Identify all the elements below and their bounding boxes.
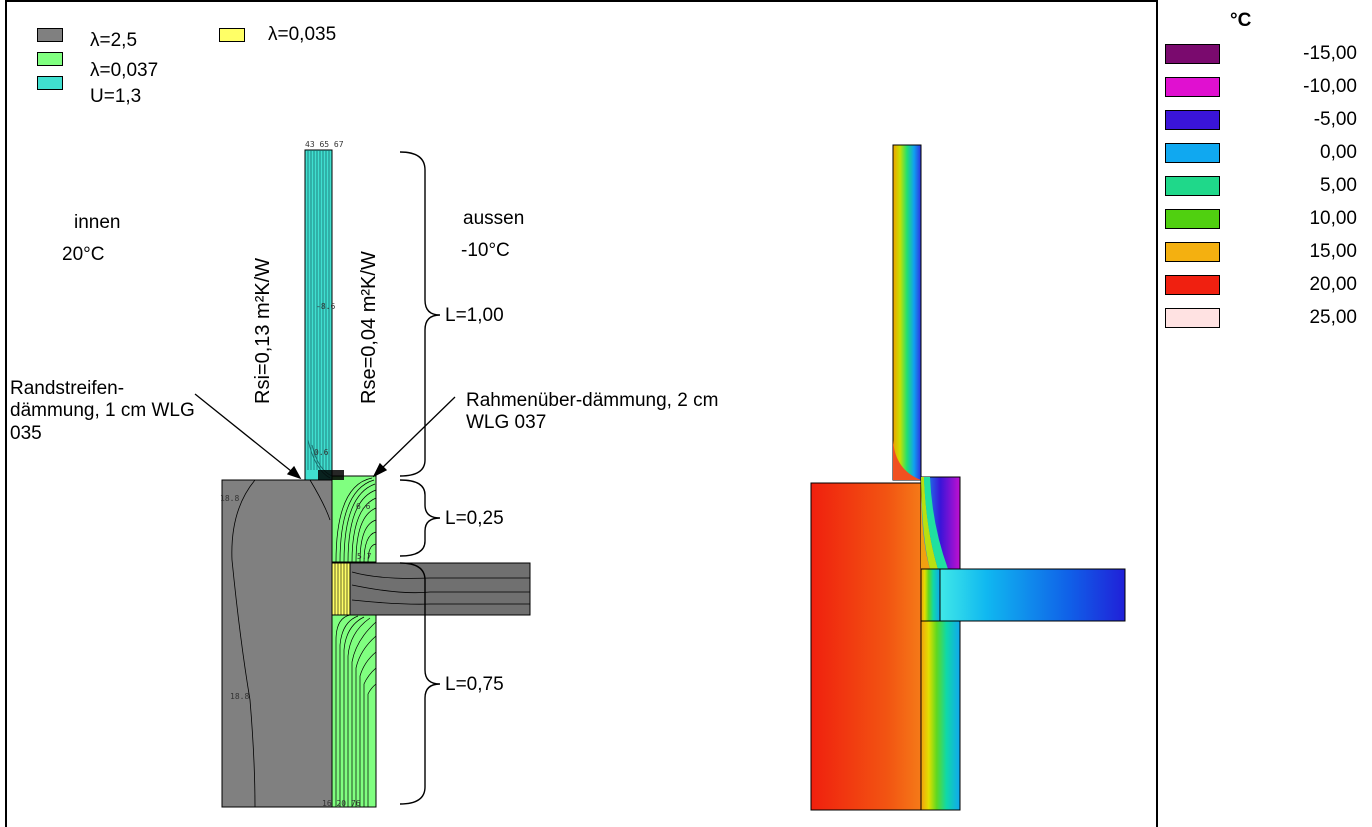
scale-swatch: [1165, 275, 1220, 295]
isolabel-window-low: 0.6: [314, 448, 329, 457]
isolabel-bottom: 16 20 76: [322, 799, 361, 808]
isolabel-floor-top-left: 18.8: [220, 494, 240, 503]
scale-value: 5,00: [1320, 175, 1357, 196]
rsi-label: Rsi=0,13 m²K/W: [252, 257, 274, 404]
isolabel-insulation-lower: 5.7: [357, 552, 372, 561]
insulation-upper: [331, 475, 377, 563]
insulation-lower: [331, 614, 377, 808]
scale-value: 25,00: [1309, 307, 1357, 328]
scale-row: 5,00: [1163, 175, 1363, 198]
length-middle: L=0,25: [445, 508, 504, 529]
scale-swatch: [1165, 242, 1220, 262]
right-thermal-model: [810, 144, 1126, 811]
inside-label: innen: [74, 212, 121, 233]
scale-swatch: [1165, 110, 1220, 130]
scale-row: 25,00: [1163, 307, 1363, 330]
scale-row: 20,00: [1163, 274, 1363, 297]
concrete-wall: [221, 479, 333, 808]
pointer-arrows: [194, 393, 456, 480]
length-top: L=1,00: [445, 305, 504, 326]
legend-label-concrete: λ=2,5: [90, 30, 138, 51]
outside-label: aussen: [463, 208, 525, 229]
inside-temperature: 20°C: [62, 244, 105, 265]
window-glass: [304, 149, 333, 481]
thermal-slab: [939, 568, 1126, 622]
isolabel-window-mid: -8.6: [316, 302, 336, 311]
thermal-lower-insulation: [920, 620, 961, 811]
scale-value: -5,00: [1313, 109, 1357, 130]
scale-value: 20,00: [1309, 274, 1357, 295]
concrete-slab: [349, 562, 531, 616]
scale-swatch: [1165, 77, 1220, 97]
frame-insulation-note: Rahmenüber-dämmung, 2 cm WLG 037: [466, 390, 719, 434]
edge-insulation-note: Randstreifen-dämmung, 1 cm WLG 035: [10, 378, 195, 444]
scale-value: 15,00: [1309, 241, 1357, 262]
thermal-wall: [810, 482, 922, 811]
scale-row: 15,00: [1163, 241, 1363, 264]
scale-value: 0,00: [1320, 142, 1357, 163]
scale-row: 0,00: [1163, 142, 1363, 165]
legend-label-window: U=1,3: [90, 86, 142, 107]
scale-value: -15,00: [1303, 43, 1357, 64]
isolabel-insulation-upper: 6.6: [356, 502, 371, 511]
scale-row: -5,00: [1163, 109, 1363, 132]
scale-swatch: [1165, 176, 1220, 196]
dimension-braces: [399, 151, 441, 805]
legend-swatch-edge-insulation: [219, 28, 245, 42]
isolabel-top-window: 43 65 67: [305, 140, 344, 149]
thermal-frame: [920, 568, 941, 622]
scale-swatch: [1165, 209, 1220, 229]
isolabel-floor-mid-left: 18.8: [230, 692, 250, 701]
scale-swatch: [1165, 44, 1220, 64]
scale-value: -10,00: [1303, 76, 1357, 97]
scale-row: -15,00: [1163, 43, 1363, 66]
legend-swatch-window: [37, 76, 63, 90]
scale-value: 10,00: [1309, 208, 1357, 229]
scale-swatch: [1165, 143, 1220, 163]
legend-swatch-insulation: [37, 52, 63, 66]
legend-label-insulation: λ=0,037: [90, 60, 159, 81]
legend-swatch-concrete: [37, 28, 63, 42]
rse-label: Rse=0,04 m²K/W: [358, 251, 380, 404]
outside-temperature: -10°C: [461, 240, 510, 261]
left-model: [221, 149, 531, 808]
scale-row: -10,00: [1163, 76, 1363, 99]
scale-swatch: [1165, 308, 1220, 328]
scale-unit: °C: [1230, 10, 1252, 31]
scale-row: 10,00: [1163, 208, 1363, 231]
legend-label-edge-insulation: λ=0,035: [268, 24, 337, 45]
length-bottom: L=0,75: [445, 674, 504, 695]
thermal-window: [892, 144, 922, 481]
